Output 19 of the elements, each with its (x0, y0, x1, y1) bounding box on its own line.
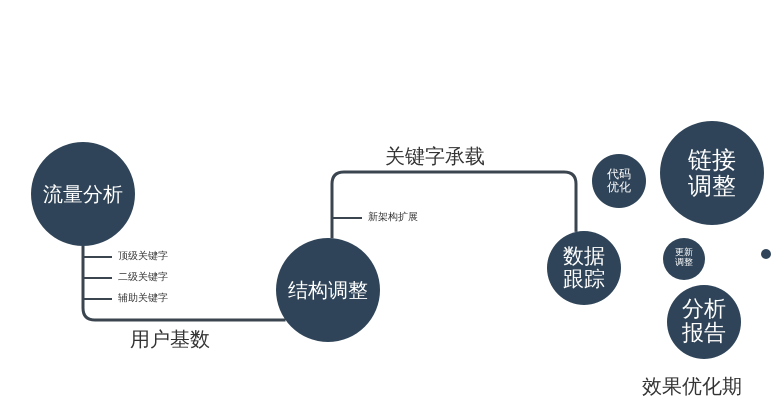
edge-label: 关键字承载 (385, 146, 485, 166)
stage-circle (592, 154, 646, 208)
circle-label: 链接调整 (687, 146, 737, 200)
connector-line (82, 246, 286, 322)
circle-label: 分析报告 (681, 298, 727, 346)
circle-label: 更新调整 (674, 249, 694, 269)
branch-label: 新架构扩展 (368, 213, 418, 223)
connector-line (330, 170, 578, 238)
branch-label: 顶级关键字 (118, 252, 168, 262)
branch-label: 二级关键字 (118, 273, 168, 283)
branch-label: 辅助关键字 (118, 294, 168, 304)
circle-label: 结构调整 (287, 279, 369, 301)
circle-label: 数据跟踪 (562, 244, 606, 292)
dot-marker (761, 249, 771, 259)
phase-label: 效果优化期 (642, 376, 742, 396)
circle-label: 代码优化 (606, 168, 632, 194)
circle-label: 流量分析 (42, 183, 124, 205)
edge-label: 用户基数 (130, 329, 210, 349)
stage-circle (663, 238, 705, 280)
